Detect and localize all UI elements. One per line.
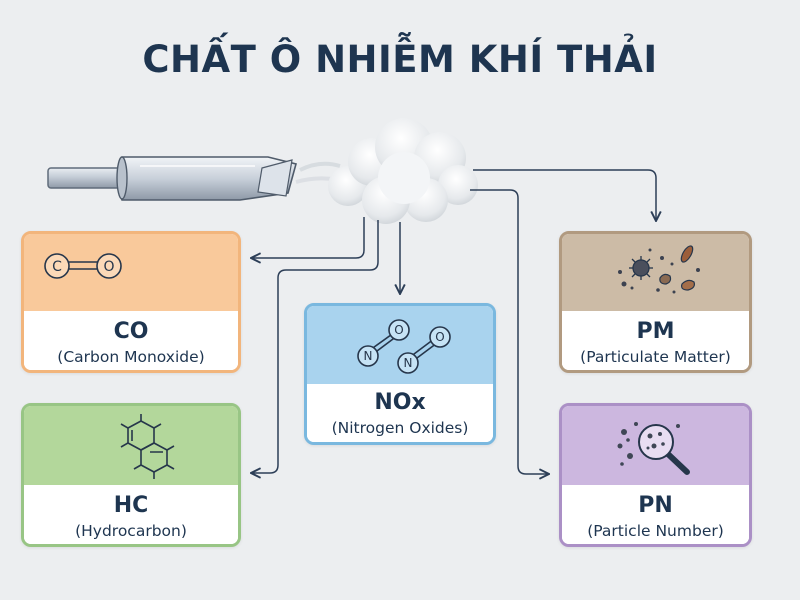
co-atom-c-label: C [52, 259, 62, 275]
nox-full-name: (Nitrogen Oxides) [331, 419, 469, 437]
nox-atom-n-1-label: N [364, 349, 373, 363]
pollutant-card-pm: PM (Particulate Matter) [559, 231, 752, 373]
pn-full-name: (Particle Number) [587, 522, 724, 540]
pn-icon-area [562, 406, 749, 485]
co-label-area: CO (Carbon Monoxide) [24, 311, 238, 370]
co-name: CO [113, 319, 149, 344]
pm-label-area: PM (Particulate Matter) [562, 311, 749, 370]
nox-molecule-icon: N O N O [357, 319, 451, 374]
nox-icon-area: N O N O [307, 306, 493, 384]
nox-name: NOx [374, 390, 426, 415]
hc-icon-area [24, 406, 238, 485]
pollutant-card-pn: PN (Particle Number) [559, 403, 752, 547]
pollutant-card-hc: HC (Hydrocarbon) [21, 403, 241, 547]
nox-atom-o-1-label: O [394, 323, 403, 337]
nox-atom-n-2-label: N [404, 356, 413, 370]
co-icon-area: C O [24, 234, 238, 311]
magnifier-particles-icon [617, 422, 690, 475]
hc-name: HC [113, 493, 149, 518]
pn-label-area: PN (Particle Number) [562, 485, 749, 544]
particulates-icon [618, 245, 700, 294]
hydrocarbon-molecule-icon [120, 414, 175, 479]
nox-atom-o-2-label: O [435, 330, 444, 344]
pm-name: PM [636, 319, 675, 344]
arrow-to-hc [251, 220, 379, 473]
arrow-to-co [251, 217, 365, 258]
arrow-to-pn [470, 189, 549, 474]
co-molecule-icon: C O [44, 253, 122, 279]
hc-label-area: HC (Hydrocarbon) [24, 485, 238, 544]
co-full-name: (Carbon Monoxide) [57, 348, 205, 366]
co-atom-o-label: O [103, 259, 114, 275]
pn-name: PN [638, 493, 673, 518]
pollutant-card-co: C O CO (Carbon Monoxide) [21, 231, 241, 373]
pollutant-card-nox: N O N O NOx (Nitrogen Oxides) [304, 303, 496, 445]
nox-label-area: NOx (Nitrogen Oxides) [307, 384, 493, 442]
pm-icon-area [562, 234, 749, 311]
pm-full-name: (Particulate Matter) [580, 348, 731, 366]
hc-full-name: (Hydrocarbon) [75, 522, 187, 540]
exhaust-cloud-icon [295, 118, 478, 224]
exhaust-pipe-icon [47, 156, 297, 201]
arrow-to-pm [473, 169, 656, 221]
diagram-title: CHẤT Ô NHIỄM KHÍ THẢI [142, 38, 658, 81]
